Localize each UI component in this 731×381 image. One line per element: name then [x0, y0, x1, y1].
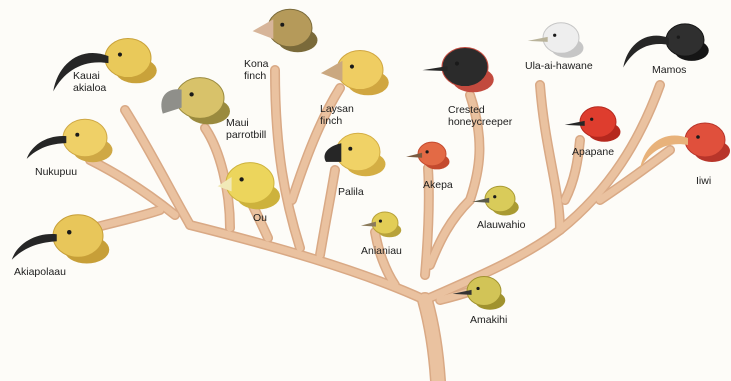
beak-mamos	[623, 36, 669, 68]
head-iiwi	[685, 123, 725, 157]
label-kona-finch: Kona finch	[244, 58, 269, 82]
head-ula-ai-hawane	[543, 23, 579, 54]
label-iiwi: Iiwi	[696, 175, 711, 187]
label-nukupuu: Nukupuu	[35, 166, 77, 178]
eye-anianiau	[379, 219, 382, 222]
eye-kauai-akialoa	[118, 52, 122, 56]
eye-akepa	[426, 150, 429, 153]
eye-kona-finch	[280, 23, 284, 27]
head-amakihi	[467, 277, 501, 306]
head-maui-parrotbill	[176, 78, 224, 119]
bird-head-apapane	[565, 107, 621, 142]
eye-amakihi	[476, 287, 479, 290]
head-alauwahio	[485, 186, 515, 212]
branch-ula-apapane	[540, 85, 560, 230]
head-kona-finch	[268, 9, 312, 46]
bird-head-nukupuu	[27, 119, 113, 162]
eye-palila	[348, 147, 352, 151]
beak-palila	[324, 143, 341, 162]
head-kauai-akialoa	[105, 38, 151, 77]
eye-maui-parrotbill	[189, 92, 193, 96]
label-ula-ai-hawane: Ula-ai-hawane	[525, 60, 593, 72]
head-ou	[226, 163, 274, 204]
label-apapane: Apapane	[572, 146, 614, 158]
beak-akepa	[406, 153, 422, 158]
bird-head-mamos	[623, 24, 709, 68]
eye-ula-ai-hawane	[553, 34, 556, 37]
bird-head-anianiau	[361, 212, 401, 237]
eye-apapane	[590, 118, 593, 121]
eye-laysan-finch	[350, 64, 354, 68]
head-apapane	[580, 107, 616, 138]
bird-head-laysan-finch	[321, 50, 389, 95]
head-palila	[336, 133, 380, 170]
beak-nukupuu	[27, 136, 67, 159]
label-kauai-akialoa: Kauai akialoa	[73, 70, 106, 94]
label-crested-honeycreeper: Crested honeycreeper	[448, 104, 512, 128]
label-maui-parrotbill: Maui parrotbill	[226, 117, 266, 141]
head-crested-honeycreeper	[442, 47, 488, 86]
head-laysan-finch	[337, 50, 383, 89]
head-mamos	[666, 24, 704, 56]
eye-iiwi	[696, 135, 700, 139]
bird-head-alauwahio	[472, 186, 519, 215]
beak-apapane	[565, 121, 585, 126]
label-anianiau: Anianiau	[361, 245, 402, 257]
eye-ou	[239, 177, 243, 181]
label-akiapolaau: Akiapolaau	[14, 266, 66, 278]
bird-head-kona-finch	[253, 9, 318, 52]
label-ou: Ou	[253, 212, 267, 224]
beak-ula-ai-hawane	[528, 37, 548, 42]
bird-head-akepa	[406, 142, 449, 169]
label-amakihi: Amakihi	[470, 314, 507, 326]
bird-head-akiapolaau	[12, 215, 110, 264]
eye-mamos	[677, 35, 680, 38]
beak-akiapolaau	[12, 234, 57, 260]
beak-laysan-finch	[321, 61, 343, 82]
bird-head-maui-parrotbill	[161, 78, 230, 125]
head-akepa	[418, 142, 446, 166]
label-alauwahio: Alauwahio	[477, 219, 525, 231]
branch-palila	[320, 170, 335, 255]
label-akepa: Akepa	[423, 179, 453, 191]
eye-nukupuu	[75, 133, 79, 137]
eye-alauwahio	[493, 195, 496, 198]
head-akiapolaau	[53, 215, 103, 258]
beak-kona-finch	[253, 19, 274, 39]
head-nukupuu	[63, 119, 107, 156]
label-laysan-finch: Laysan finch	[320, 103, 354, 127]
bird-head-ula-ai-hawane	[528, 23, 584, 58]
beak-crested-honeycreeper	[422, 66, 447, 71]
eye-crested-honeycreeper	[455, 61, 459, 65]
beak-anianiau	[361, 222, 376, 227]
eye-akiapolaau	[67, 230, 72, 235]
beak-maui-parrotbill	[161, 89, 181, 113]
label-palila: Palila	[338, 186, 364, 198]
bird-head-crested-honeycreeper	[422, 47, 493, 92]
label-mamos: Mamos	[652, 64, 686, 76]
